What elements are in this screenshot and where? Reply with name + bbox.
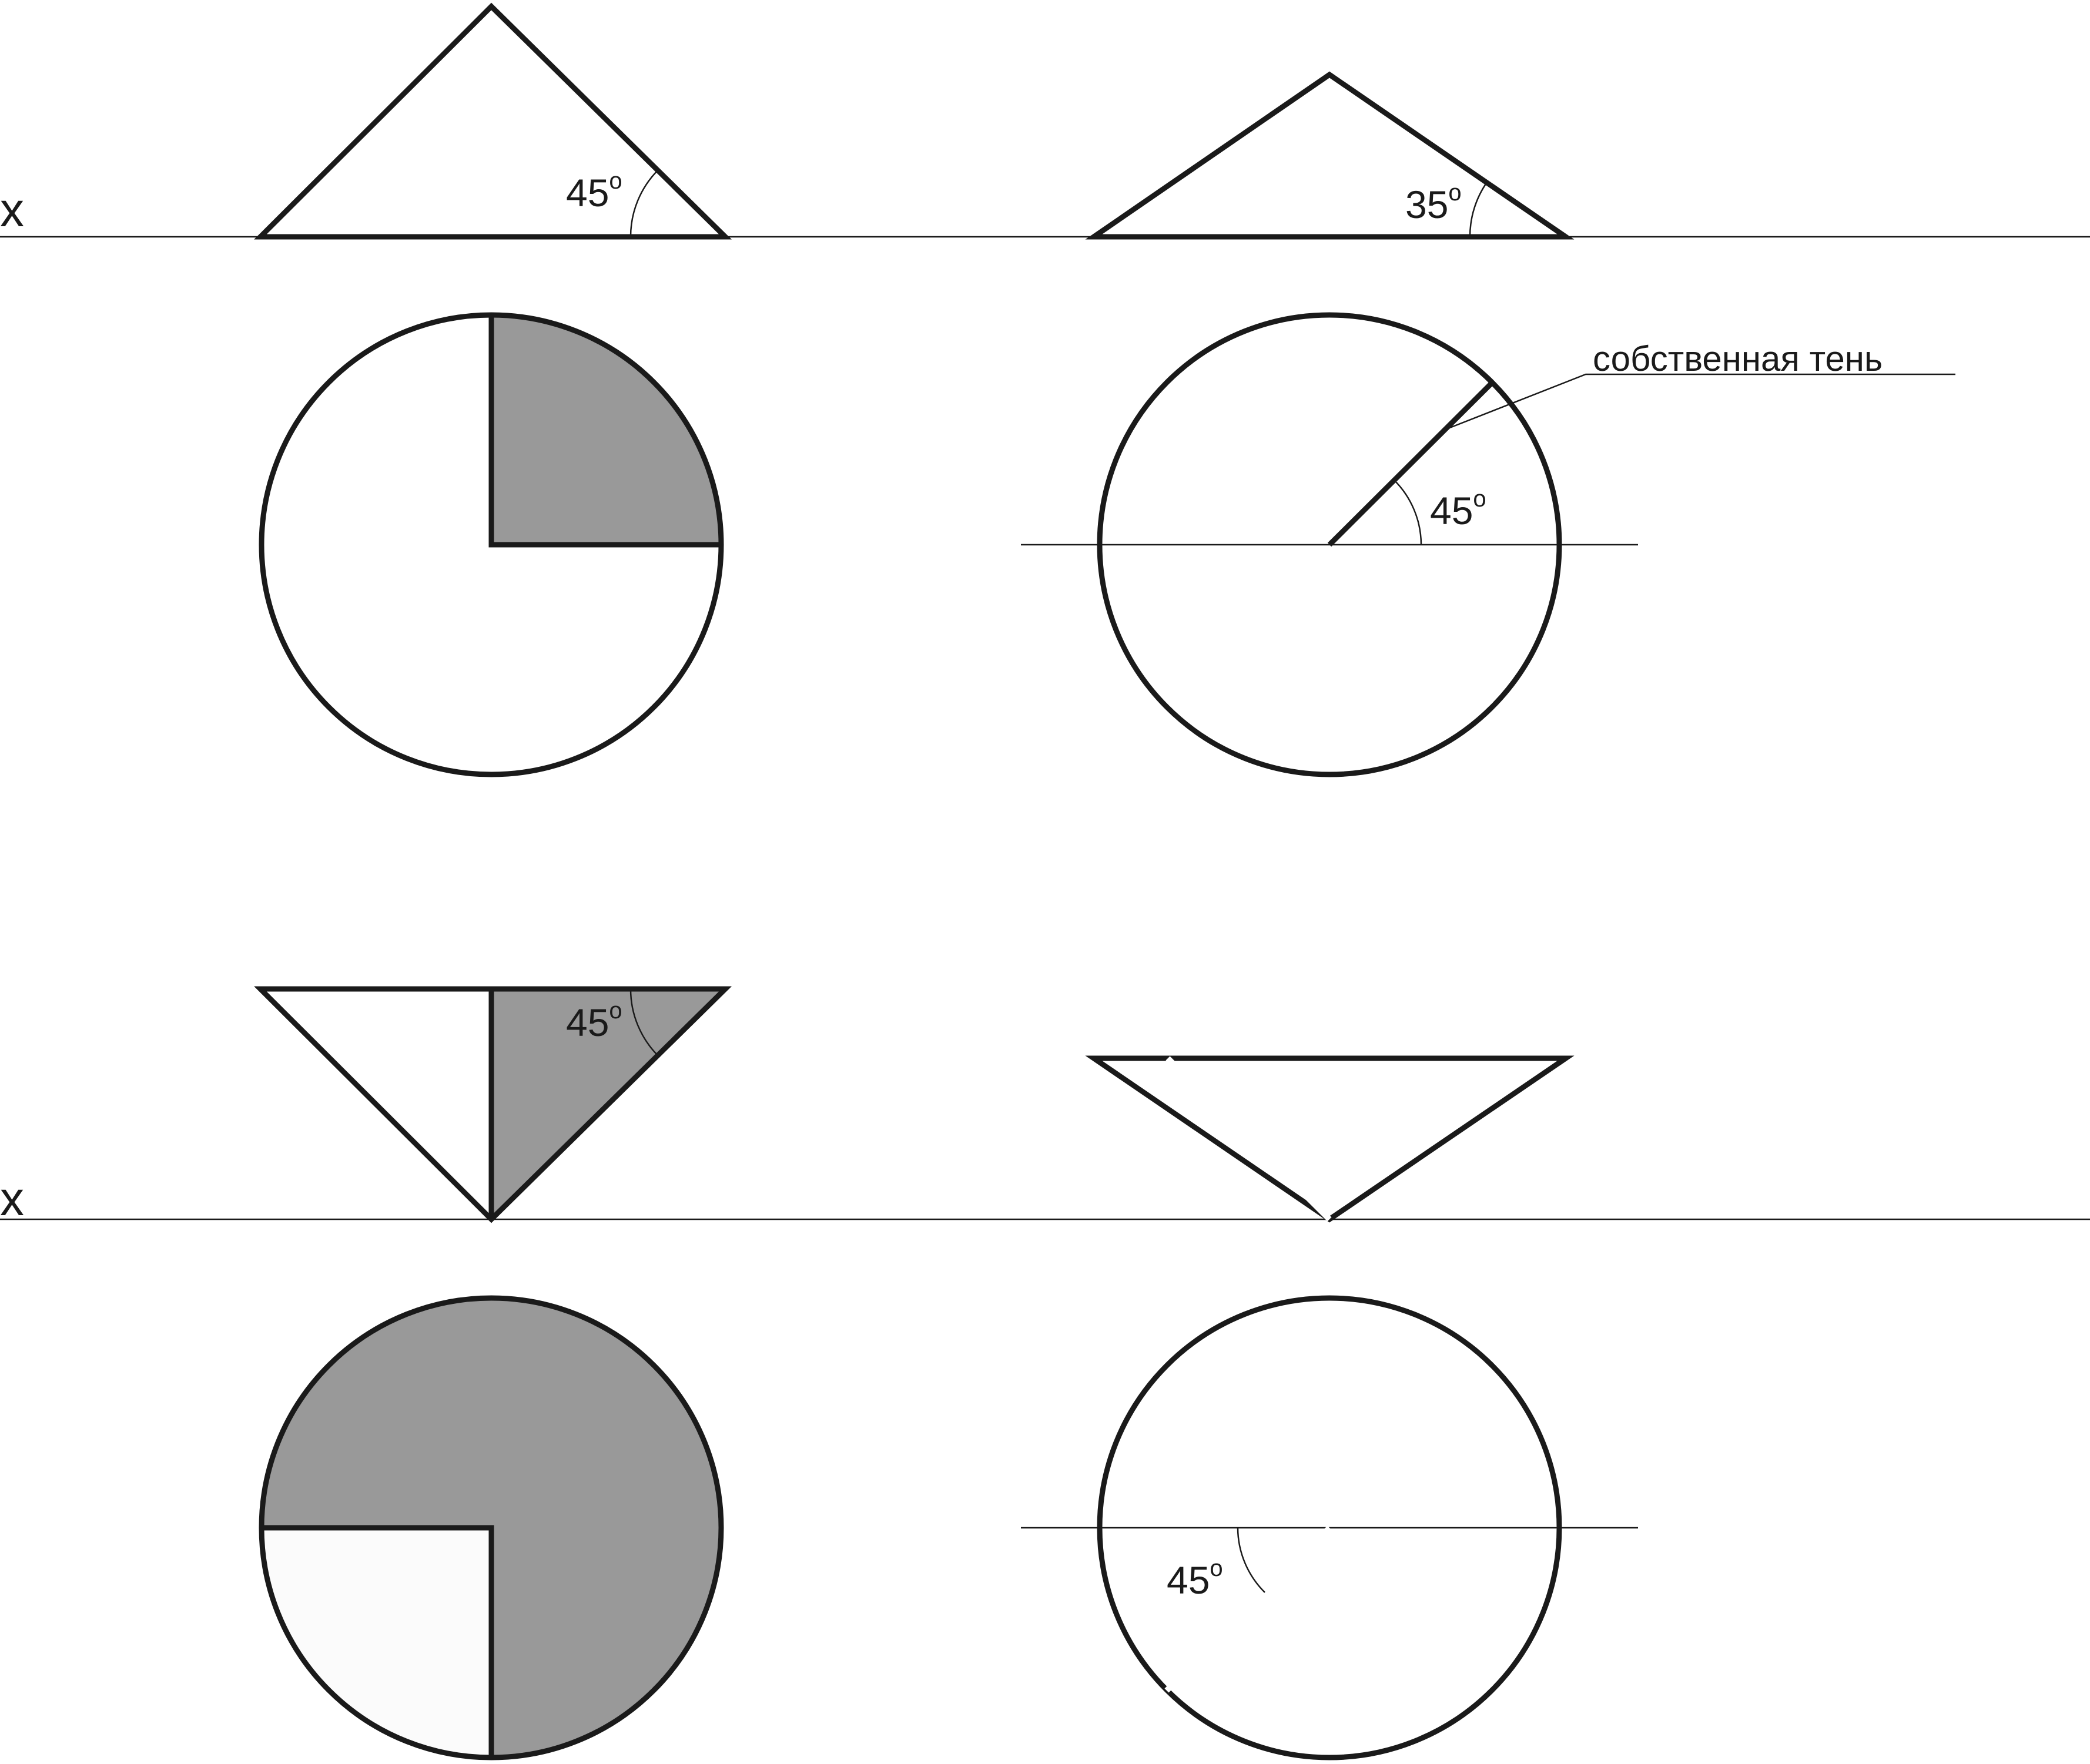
triangle-elevation-35 xyxy=(1085,71,1575,240)
angle-arc-45 xyxy=(629,169,659,237)
angle-arc-35 xyxy=(1469,182,1488,237)
shadow-quarter-fill xyxy=(491,315,721,545)
triangle-elevation-45 xyxy=(254,2,732,240)
x-axis-label-bottom: x xyxy=(0,1172,24,1226)
shadow-boundary-radius xyxy=(1327,380,1495,547)
angle-label-top-right: 35o xyxy=(1405,180,1462,226)
lit-quarter-fill xyxy=(262,1528,491,1758)
angle-label-bottom-left: 45o xyxy=(566,998,622,1044)
shadow-boundary-lines xyxy=(488,315,721,548)
highlight-radius-line xyxy=(1164,1525,1332,1693)
highlight-edge-line xyxy=(1165,1056,1332,1222)
lit-quarter-boundary xyxy=(262,1525,494,1758)
angle-arc-circle-45 xyxy=(1394,479,1422,545)
callout-leader-line xyxy=(1448,373,1955,430)
angle-arc-bottom-circle-45 xyxy=(1237,1527,1265,1593)
angle-label-top-left: 45o xyxy=(566,168,622,214)
callout-label-own-shadow: собственная тень xyxy=(1593,339,1883,378)
angle-arc-bottom-45 xyxy=(629,988,659,1057)
angle-label-circle-top-right: 45o xyxy=(1430,486,1486,532)
x-axis-label-top: x xyxy=(0,183,24,237)
inverted-triangle-right xyxy=(1085,1055,1575,1223)
angle-label-bottom-right: 45o xyxy=(1167,1555,1223,1602)
